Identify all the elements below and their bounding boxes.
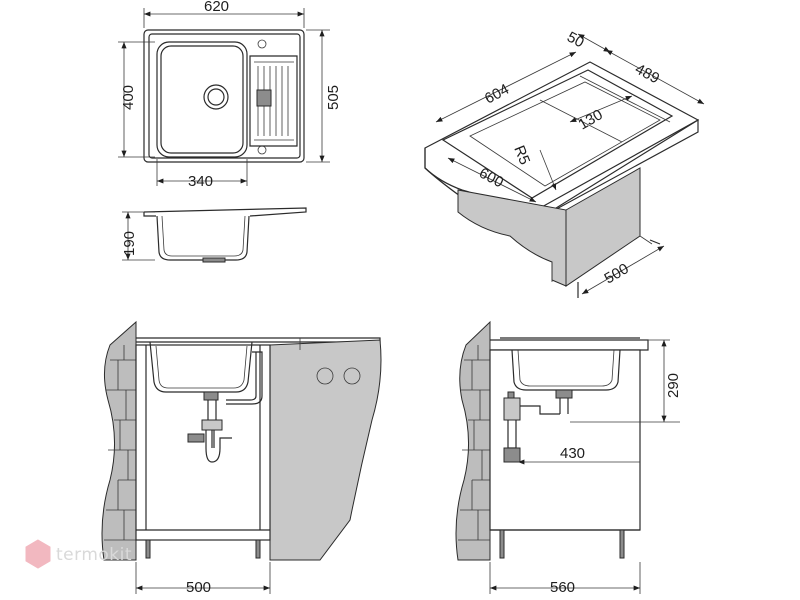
dim-iso-depth: 489 xyxy=(632,61,662,88)
watermark: termokit xyxy=(25,539,132,569)
dim-iso-cabinet: 500 xyxy=(602,260,632,287)
dim-bowl-height: 400 xyxy=(120,85,137,110)
dim-top-width: 620 xyxy=(204,0,229,15)
watermark-text: termokit xyxy=(56,545,132,565)
isometric-view: 604 50 489 130 R5 600 500 xyxy=(424,29,705,298)
dim-side-cabinet: 560 xyxy=(550,579,575,596)
dim-front-cabinet: 500 xyxy=(186,579,211,596)
watermark-logo-icon xyxy=(25,539,51,569)
dim-side-offset: 430 xyxy=(560,445,585,462)
dim-iso-top-width: 604 xyxy=(482,81,512,108)
dim-bowl-depth: 190 xyxy=(121,231,138,256)
front-install-view: 500 xyxy=(101,320,382,596)
side-install-view: 290 430 560 xyxy=(455,320,682,596)
dim-bowl-width: 340 xyxy=(188,173,213,190)
dim-side-depth: 290 xyxy=(665,373,682,398)
profile-view: 190 xyxy=(121,207,307,263)
dim-total-height: 505 xyxy=(325,85,342,110)
dim-iso-edge: 50 xyxy=(564,29,587,52)
top-view: 620 400 505 340 xyxy=(118,0,342,190)
